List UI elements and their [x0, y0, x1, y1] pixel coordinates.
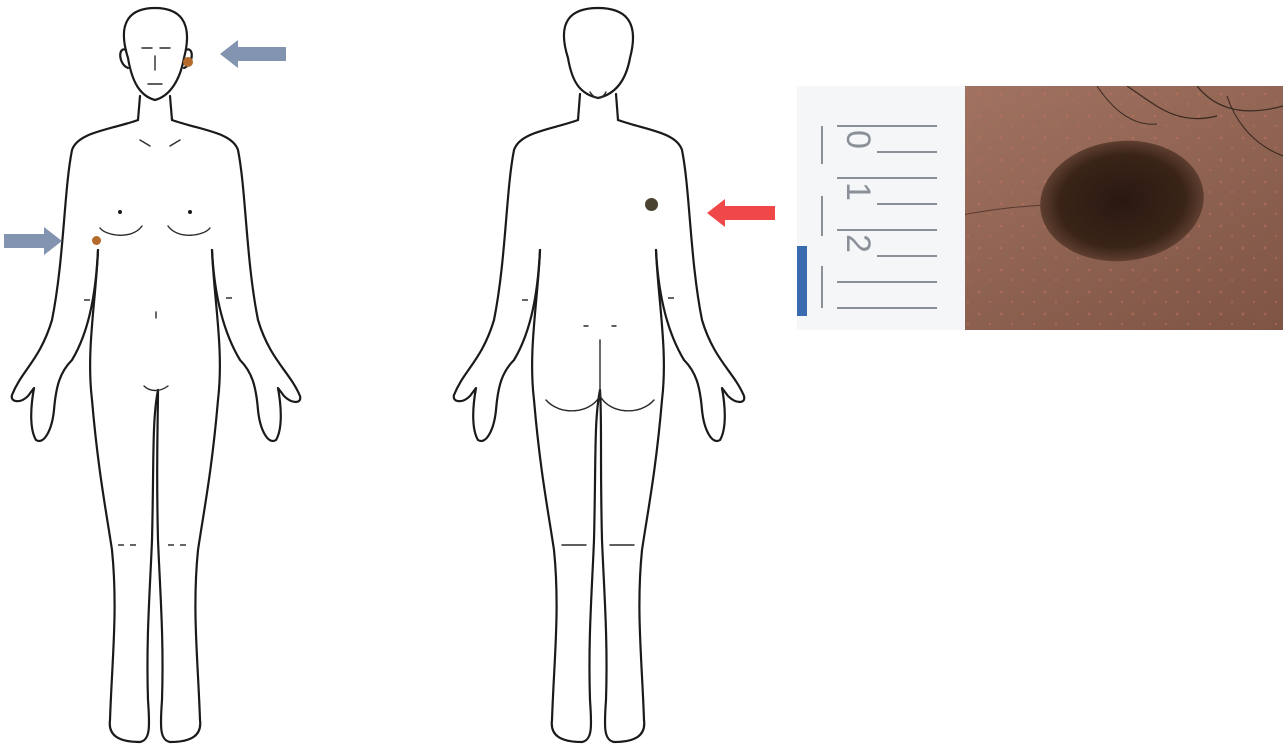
back-body-outline	[440, 0, 770, 751]
ruler-label-0: 0	[839, 130, 877, 149]
ruler-label-1: 1	[839, 182, 877, 201]
ruler-label-2: 2	[839, 234, 877, 253]
front-body-outline	[0, 0, 320, 751]
lesion-photo: 0 1 2	[797, 86, 1283, 330]
back-shoulder-marker	[645, 198, 658, 211]
front-body-diagram	[0, 0, 320, 751]
arrow-back-shoulder	[707, 198, 777, 228]
front-cheek-marker	[183, 57, 193, 67]
arrow-front-breast	[4, 226, 64, 256]
back-body-diagram	[440, 0, 770, 751]
front-breast-marker	[92, 236, 101, 245]
arrow-front-cheek	[220, 39, 288, 69]
